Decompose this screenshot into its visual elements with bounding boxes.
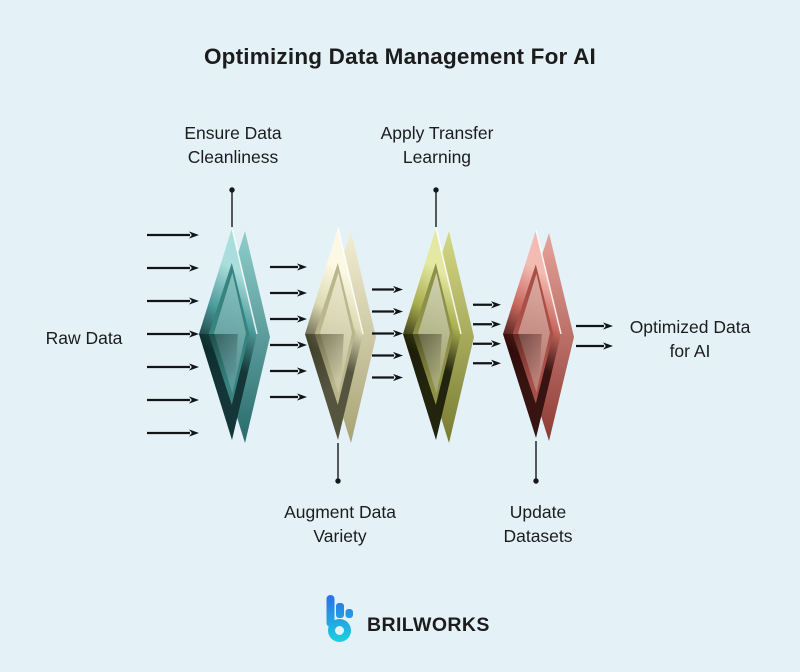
- ensure-connector: [229, 187, 235, 227]
- brand-footer: BRILWORKS: [326, 594, 490, 642]
- optimized-data-label: Optimized Data for AI: [629, 317, 751, 361]
- page-title: Optimizing Data Management For AI: [203, 44, 597, 69]
- stage-label-update-datasets: Update Datasets: [503, 502, 573, 546]
- output-arrows: [576, 322, 613, 350]
- augment-connector: [335, 443, 341, 484]
- raw-data-label: Raw Data: [45, 328, 123, 348]
- stage3-stage4-arrows: [473, 301, 501, 367]
- update-connector: [533, 441, 539, 484]
- brand-name: BRILWORKS: [367, 614, 490, 636]
- stage-label-apply-transfer-learning: Apply Transfer Learning: [380, 123, 494, 167]
- stage2-stage3-arrows: [372, 285, 403, 382]
- stage-label-ensure-data-cleanliness: Ensure Data Cleanliness: [184, 123, 282, 167]
- diamond-update-datasets: [503, 229, 574, 441]
- diamond-ensure-data-cleanliness: [199, 227, 270, 443]
- diamond-apply-transfer-learning: [403, 227, 474, 443]
- brilworks-b-icon: [326, 595, 353, 642]
- apply-connector: [433, 187, 439, 227]
- input-arrows: [147, 231, 199, 437]
- diamond-augment-data-variety: [305, 227, 376, 443]
- stage1-stage2-arrows: [270, 263, 307, 401]
- stage-label-augment-data-variety: Augment Data Variety: [284, 502, 396, 546]
